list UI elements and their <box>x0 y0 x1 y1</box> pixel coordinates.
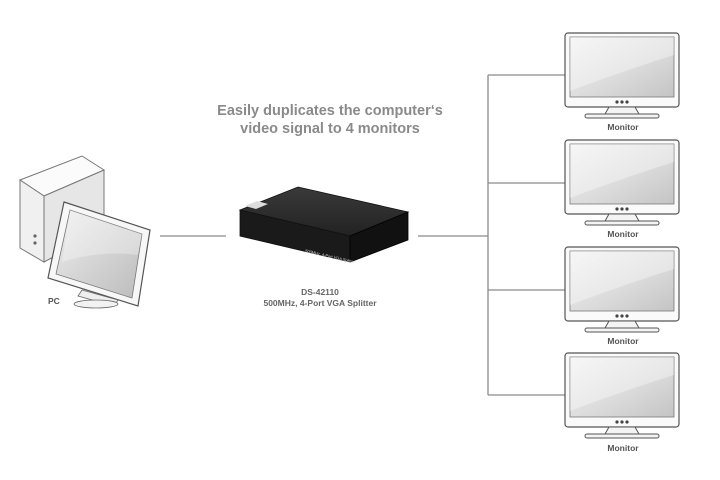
monitor-label-4: Monitor <box>607 443 639 453</box>
device-description: 500MHz, 4-Port VGA Splitter <box>263 298 377 308</box>
connection-lines <box>160 74 565 396</box>
device-model: DS-42110 <box>301 287 339 297</box>
monitor-3 <box>564 246 680 333</box>
monitor-2 <box>564 139 680 226</box>
brand-logo <box>245 201 268 209</box>
power-icon <box>33 234 37 238</box>
pc-illustration <box>18 155 151 309</box>
vga-splitter-device: 500MHz, 4-Port VGA Splitter <box>238 186 410 265</box>
monitor-4 <box>564 352 680 439</box>
monitor-label-1: Monitor <box>607 122 639 132</box>
device-caption: DS-42110 500MHz, 4-Port VGA Splitter <box>240 287 400 309</box>
headline-line-2: video signal to 4 monitors <box>240 121 420 137</box>
headline: Easily duplicates the computer‘s video s… <box>205 102 455 138</box>
monitor-label-2: Monitor <box>607 229 639 239</box>
monitor-label-3: Monitor <box>607 336 639 346</box>
pc-label: PC <box>48 296 60 306</box>
monitor-1 <box>564 32 680 119</box>
headline-line-1: Easily duplicates the computer‘s <box>217 103 443 119</box>
